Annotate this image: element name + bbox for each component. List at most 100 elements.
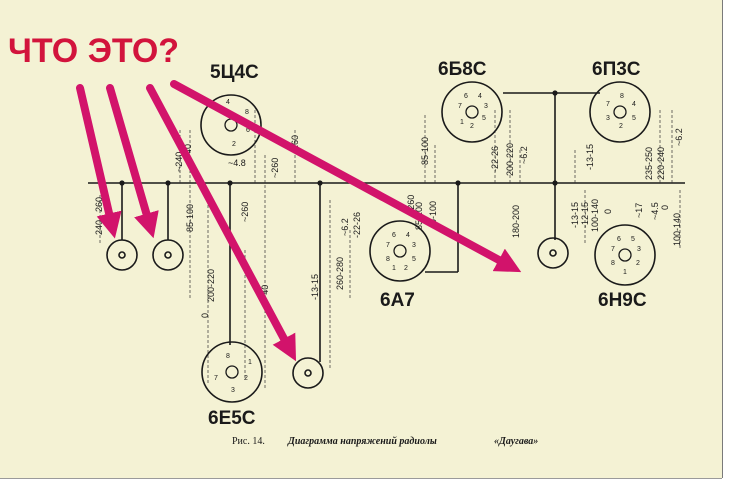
voltage-label: 0	[200, 313, 210, 318]
voltage-label: 100-140	[672, 213, 682, 246]
voltage-label: ~6.2	[674, 128, 684, 146]
tube-label-6e5s: 6Е5С	[208, 408, 256, 429]
socket-ring	[537, 237, 569, 269]
pin-label: 5	[482, 115, 486, 122]
tube-key	[465, 105, 479, 119]
pin-label: 6	[392, 232, 396, 239]
pin-label: 4	[406, 232, 410, 239]
tube-base	[594, 224, 656, 286]
pin-label: 8	[386, 256, 390, 263]
junction	[552, 180, 558, 186]
voltage-label: 235-250	[644, 147, 654, 180]
pin-label: 2	[619, 123, 623, 130]
voltage-label: 85-100	[420, 137, 430, 165]
pin-label: 4	[478, 93, 482, 100]
socket-ring	[106, 239, 138, 271]
voltage-label: 260	[94, 197, 104, 212]
small-sockets	[106, 237, 569, 389]
voltage-label: ~6.2	[340, 218, 350, 236]
caption-text: Диаграмма напряжений радиолы	[287, 436, 437, 447]
pin-label: 2	[470, 123, 474, 130]
voltage-label: ~40	[260, 285, 270, 300]
tube-label-6n9s: 6Н9С	[598, 290, 647, 311]
red-annotation	[76, 80, 522, 362]
pin-label: 7	[214, 375, 218, 382]
pin-label: 6	[246, 127, 250, 134]
junctions	[119, 90, 558, 186]
socket-ring	[549, 249, 557, 257]
tube-key	[613, 105, 627, 119]
junction	[119, 180, 125, 186]
tube-label-5c4s: 5Ц4С	[210, 62, 259, 83]
dimension-lines	[99, 110, 681, 390]
tube-key	[618, 248, 632, 262]
voltage-label: ~4.8	[228, 158, 246, 168]
pin-label: 8	[611, 260, 615, 267]
wiring	[88, 92, 685, 362]
pin-label: 5	[632, 115, 636, 122]
tube-base	[369, 220, 431, 282]
junction	[455, 180, 461, 186]
voltage-label: 200-220	[505, 143, 515, 176]
tube-base	[201, 341, 263, 403]
pin-label: 5	[631, 236, 635, 243]
pin-label: 4	[632, 101, 636, 108]
pin-label: 3	[484, 103, 488, 110]
voltage-label: -12-15	[580, 202, 590, 228]
voltage-label: ~4.5	[650, 202, 660, 220]
pin-label: 8	[245, 109, 249, 116]
junction	[165, 180, 171, 186]
pin-label: 1	[248, 359, 252, 366]
tube-socket-6n9s: 6 5 7 3 8 2 1	[594, 224, 656, 286]
figure-caption: Рис. 14. Диаграмма напряжений радиолы «Д…	[232, 436, 538, 447]
socket-ring	[304, 369, 312, 377]
pin-label: 2	[244, 375, 248, 382]
caption-name: «Даугава»	[494, 436, 538, 447]
pin-label: 2	[232, 141, 236, 148]
tube-key	[393, 244, 407, 258]
voltage-label: ~240	[174, 152, 184, 172]
voltage-label: 240	[94, 220, 104, 235]
annotation-text: ЧТО ЭТО?	[8, 32, 179, 70]
paper-background	[0, 0, 722, 478]
pin-label: 8	[226, 353, 230, 360]
caption-figure-number: Рис. 14.	[232, 436, 265, 447]
pin-label: 5	[412, 256, 416, 263]
voltage-label: ~6.2	[519, 146, 529, 164]
pin-label: 3	[637, 246, 641, 253]
window-border-bottom	[0, 478, 722, 479]
voltage-label: 0	[603, 209, 613, 214]
voltage-label: 220-240	[656, 147, 666, 180]
pin-label: 3	[606, 115, 610, 122]
pin-label: 7	[606, 101, 610, 108]
tube-socket-6b8s: 6 4 7 3 5 2 1	[441, 81, 503, 143]
pin-label: 6	[464, 93, 468, 100]
tube-label-6b8s: 6Б8С	[438, 59, 487, 80]
voltage-label: 0-100	[428, 201, 438, 224]
voltage-label: 100-140	[590, 199, 600, 232]
voltage-label: -22-26	[490, 146, 500, 172]
pin-label: 7	[458, 103, 462, 110]
pin-label: 4	[226, 99, 230, 106]
pin-label: 3	[412, 242, 416, 249]
junction	[317, 180, 323, 186]
socket-ring	[292, 357, 324, 389]
junction	[552, 90, 558, 96]
voltage-label: 180-200	[511, 205, 521, 238]
voltage-label: -13-15	[310, 274, 320, 300]
voltage-label: 85-100	[185, 204, 195, 232]
window-margin-bottom	[0, 478, 746, 488]
annotation-arrow	[170, 80, 522, 273]
pin-label: 2	[636, 260, 640, 267]
window-border	[722, 0, 723, 488]
pin-label: 1	[460, 119, 464, 126]
pin-label: 6	[617, 236, 621, 243]
voltage-label: ~260	[270, 158, 280, 178]
tube-label-6p3s: 6П3С	[592, 59, 641, 80]
window-margin-right	[722, 0, 746, 488]
socket-ring	[152, 239, 184, 271]
annotation-arrow	[106, 84, 159, 239]
voltage-label: 260	[290, 135, 300, 150]
